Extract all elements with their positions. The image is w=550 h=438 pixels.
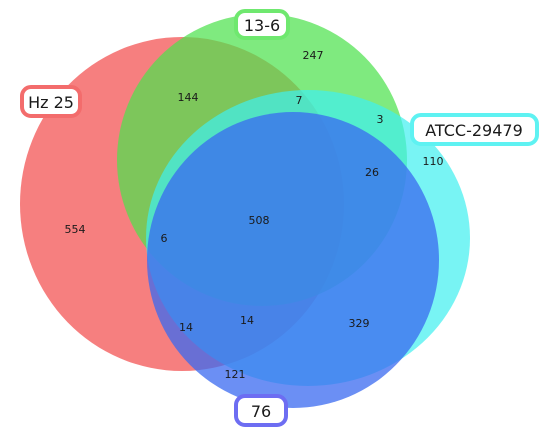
count-atcc-only: 110 <box>423 155 444 168</box>
count-13-6-only: 247 <box>303 49 324 62</box>
count-all-four: 508 <box>249 214 270 227</box>
count-hz25-13-6: 144 <box>178 91 199 104</box>
set-label-hz25-text: Hz 25 <box>28 93 74 112</box>
count-hz25-13-6-76: 6 <box>161 232 168 245</box>
count-hz25-13-6-atcc: 7 <box>296 94 303 107</box>
set-label-atcc-29479-text: ATCC-29479 <box>425 121 523 140</box>
count-13-6-atcc-76: 26 <box>365 166 379 179</box>
set-label-76-text: 76 <box>251 402 271 421</box>
count-76-lower: 121 <box>225 368 246 381</box>
count-hz25-atcc-76: 14 <box>240 314 254 327</box>
set-label-13-6: 13-6 <box>234 9 290 40</box>
set-label-hz25: Hz 25 <box>20 85 82 118</box>
count-hz25-only: 554 <box>65 223 86 236</box>
set-ellipse-76 <box>147 112 439 408</box>
count-13-6-atcc: 3 <box>377 113 384 126</box>
set-label-76: 76 <box>234 394 288 427</box>
count-76-only: 329 <box>349 317 370 330</box>
count-hz25-76: 14 <box>179 321 193 334</box>
set-label-atcc-29479: ATCC-29479 <box>410 113 539 146</box>
set-label-13-6-text: 13-6 <box>244 16 280 35</box>
